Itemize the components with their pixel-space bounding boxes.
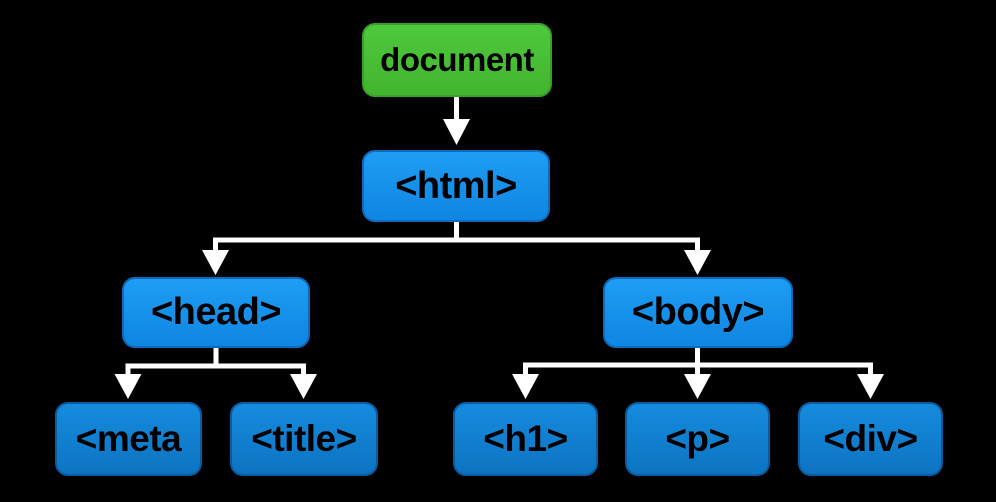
node-head: <head> xyxy=(122,277,310,348)
node-html: <html> xyxy=(362,150,550,222)
connector-html-children xyxy=(202,221,711,275)
arrowhead xyxy=(443,119,470,145)
node-p: <p> xyxy=(625,402,770,476)
connector-document-html xyxy=(443,97,470,145)
node-title: <title> xyxy=(230,402,378,476)
arrowhead xyxy=(512,374,539,399)
arrowhead xyxy=(202,250,229,275)
node-h1: <h1> xyxy=(453,402,598,476)
arrowhead xyxy=(684,250,711,275)
node-document: document xyxy=(362,23,552,97)
node-div: <div> xyxy=(798,402,943,476)
node-body: <body> xyxy=(603,277,793,348)
node-meta: <meta xyxy=(55,402,202,476)
arrowhead xyxy=(114,374,142,399)
connector-head-children xyxy=(114,347,317,399)
arrowhead xyxy=(857,374,884,399)
connector-body-children xyxy=(512,347,884,399)
arrowhead xyxy=(684,374,711,399)
arrowhead xyxy=(290,374,317,399)
